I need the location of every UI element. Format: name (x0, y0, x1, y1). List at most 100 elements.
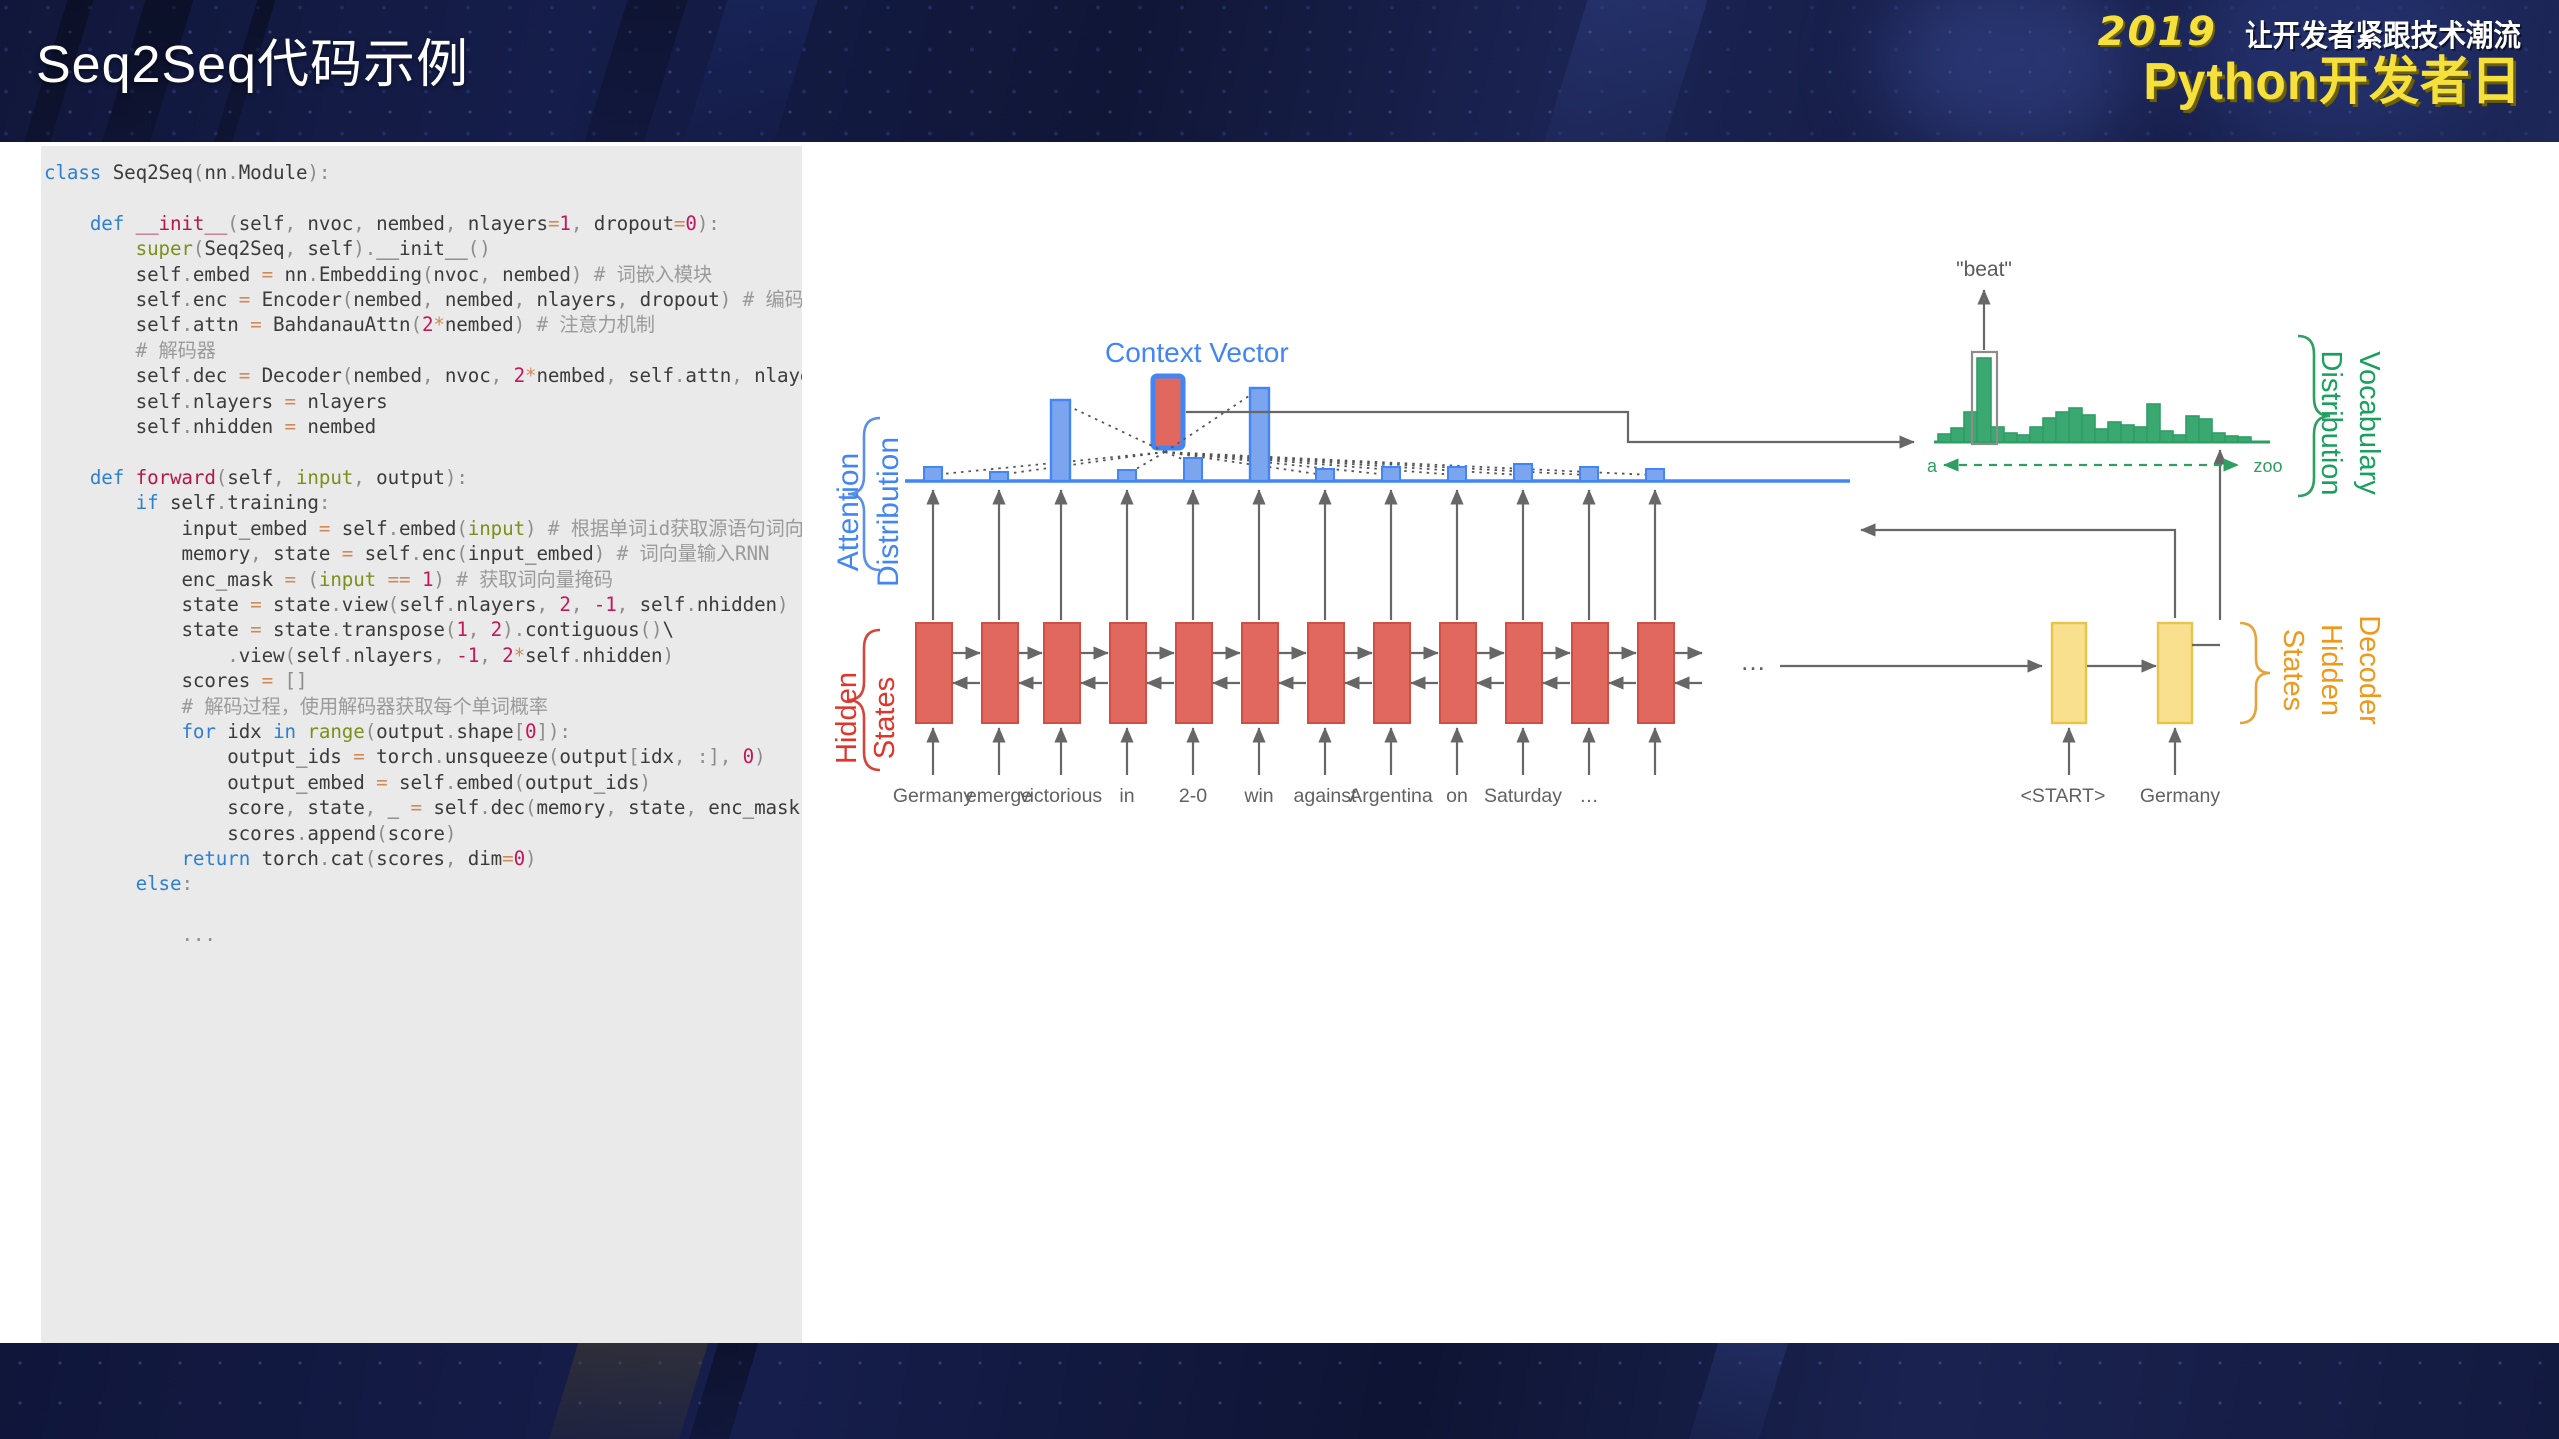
code-token: idx (639, 745, 674, 769)
code-token: output (376, 465, 445, 489)
code-token: else (135, 872, 182, 896)
code-token: self (628, 364, 674, 388)
code-token: \ (662, 618, 674, 642)
code-token: nembed (353, 364, 422, 388)
code-token: torch (364, 745, 434, 769)
decoder-token: Germany (2140, 785, 2220, 807)
code-token: self (639, 592, 686, 616)
source-token: win (1243, 785, 1273, 807)
code-token: nlayers (754, 364, 802, 388)
code-token: ( (376, 821, 388, 845)
code-token: = (250, 592, 262, 616)
code-token: , (616, 592, 640, 616)
code-token: embed (456, 770, 514, 794)
code-token: nembed (444, 288, 514, 312)
code-token: nn (273, 262, 308, 286)
code-token: , (490, 364, 514, 388)
code-token: torch (261, 846, 319, 870)
code-token: self (399, 592, 445, 616)
code-token: state (261, 618, 331, 642)
code-token: self (135, 415, 182, 439)
code-token: : (318, 161, 331, 184)
code-token: nvoc (444, 364, 491, 388)
code-token: nembed (376, 211, 445, 235)
code-token: __init__ (135, 211, 228, 235)
code-token: append (307, 821, 377, 845)
code-token: ] (536, 719, 548, 743)
code-token: . (444, 592, 457, 616)
code-token: ) (570, 262, 583, 286)
code-token: , (731, 364, 755, 388)
code-token: = (547, 211, 560, 235)
code-token: : (318, 491, 331, 515)
code-token: output (559, 745, 629, 769)
code-token: , (513, 288, 537, 312)
code-token: nvoc (307, 211, 354, 235)
code-token: Embedding (318, 262, 422, 286)
code-token: self (135, 288, 182, 312)
vocabulary-label-line2: Distribution (2315, 350, 2347, 495)
code-token: . (444, 770, 457, 794)
code-token: , (605, 796, 629, 820)
code-token: , (353, 211, 377, 235)
code-token: . (330, 618, 342, 642)
code-token: , (536, 592, 560, 616)
code-token: nhidden (696, 592, 777, 616)
code-token: -1 (456, 643, 480, 667)
code-token: , (284, 211, 308, 235)
code-token: ) (502, 618, 514, 642)
attention-fan-lines (931, 389, 1653, 476)
code-token: self (295, 643, 342, 667)
code-token: () (467, 237, 491, 261)
code-token: . (181, 288, 193, 312)
code-token: = (318, 516, 331, 540)
code-token: = (284, 389, 297, 413)
code-token: class (44, 161, 113, 184)
code-token: = (250, 618, 262, 642)
source-token: emerge (966, 785, 1032, 807)
code-token: attn (685, 364, 732, 388)
code-token: ( (364, 846, 377, 870)
code-token: def (89, 211, 136, 235)
code-token: state (273, 542, 342, 566)
code-token: ( (525, 796, 537, 820)
vocab-axis-start-label: a (1927, 456, 1938, 476)
decoder-token-labels: <START> Germany (2021, 785, 2221, 807)
code-token: . (330, 592, 342, 616)
code-panel: class Seq2Seq(nn.Module): def __init__(s… (41, 146, 802, 1345)
code-token: def (89, 465, 136, 489)
code-token (296, 568, 307, 591)
code-token: . (215, 491, 228, 515)
code-token: * (513, 643, 526, 667)
encoder-hidden-boxes (915, 622, 1675, 724)
code-token: ( (215, 465, 228, 489)
decoder-label-line3: States (2277, 629, 2309, 711)
code-token: = (284, 415, 297, 439)
code-token: . (318, 846, 331, 870)
code-token: nhidden (582, 643, 663, 667)
code-token: = (353, 745, 365, 769)
code-token: state (181, 592, 251, 616)
code-token: self (387, 770, 445, 794)
code-token: ( (227, 211, 239, 235)
code-token: dropout (593, 211, 674, 235)
code-token: self (525, 643, 571, 667)
code-token: , (685, 796, 709, 820)
code-token: cat (330, 846, 365, 870)
code-token: nembed (502, 262, 571, 286)
code-token: state (307, 796, 365, 820)
code-token: ) (777, 592, 789, 616)
code-token: nvoc (433, 262, 480, 286)
code-token: = (261, 262, 274, 286)
attention-diagram-svg: Attention Distribution Encoder Hidden St… (820, 258, 2385, 807)
code-token: ( (192, 237, 205, 261)
code-token: ( (410, 313, 422, 337)
code-token: , (444, 211, 468, 235)
encoder-label-line1: Encoder (820, 664, 825, 772)
code-token: range (307, 719, 365, 743)
code-token: 1 (456, 618, 468, 642)
context-to-vocab-arrow (1186, 410, 1915, 449)
code-token: score (227, 796, 285, 820)
code-token: state (628, 796, 686, 820)
